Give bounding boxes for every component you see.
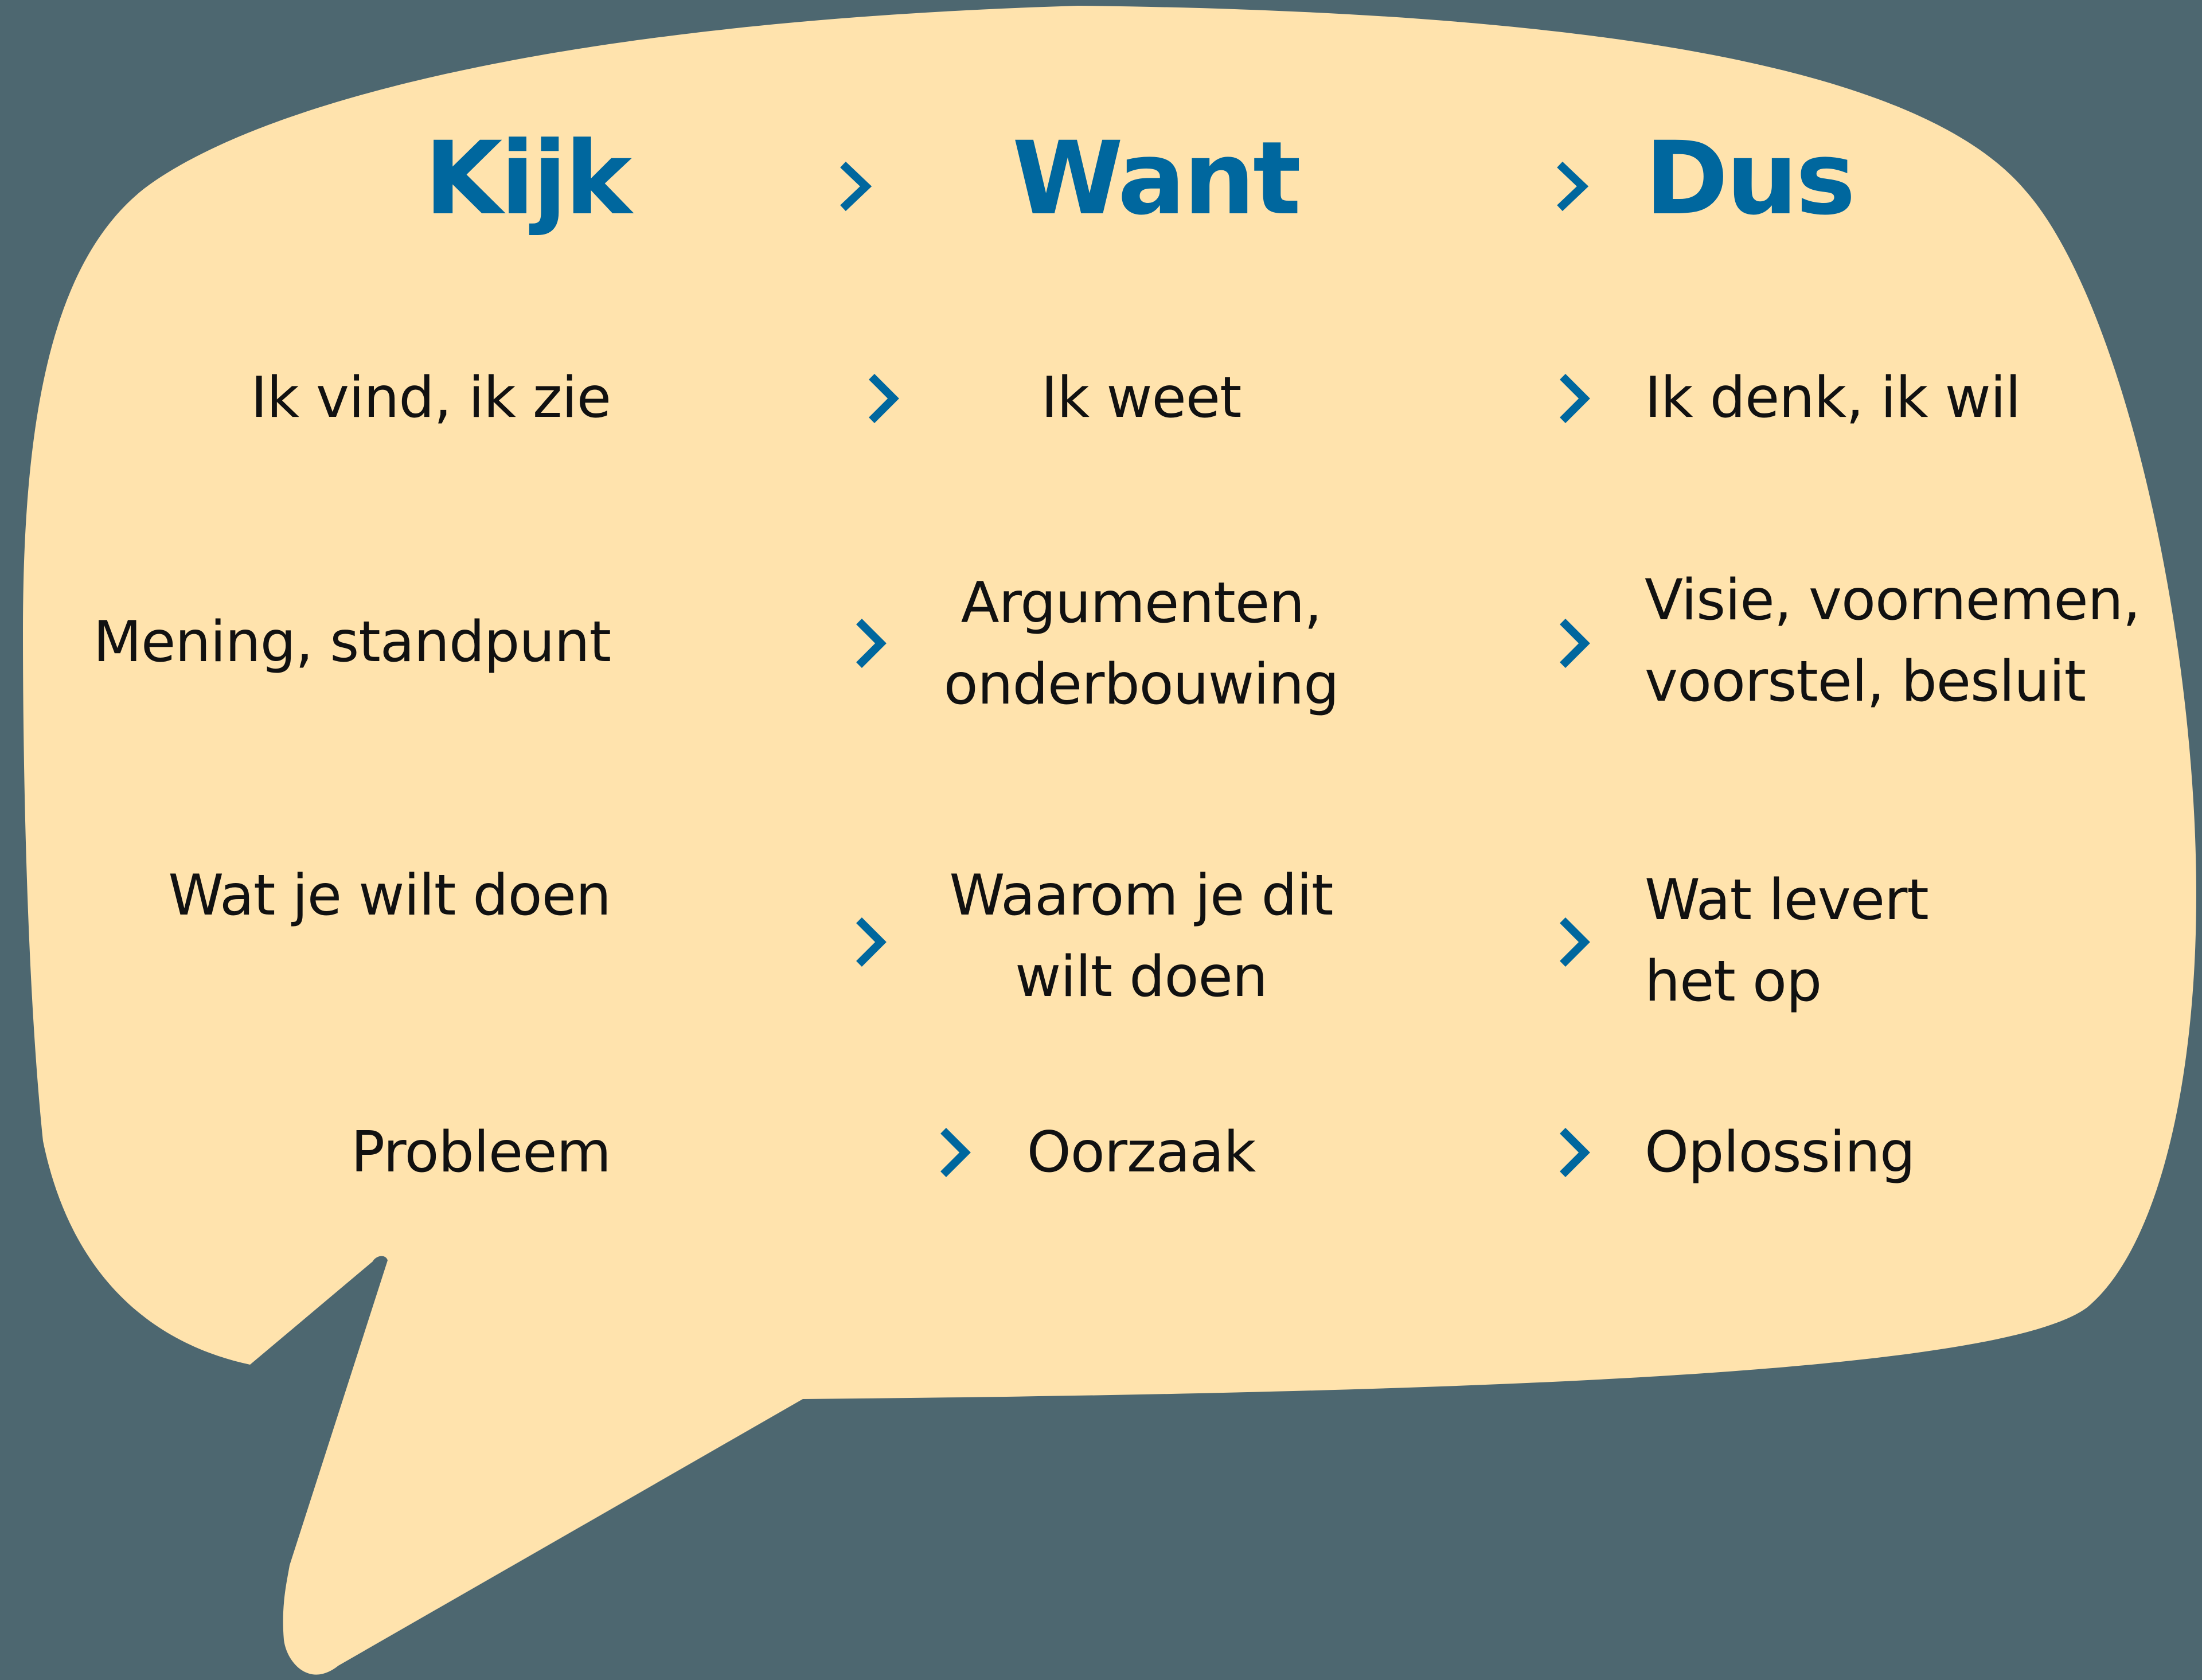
dotted-arrow-icon bbox=[621, 374, 899, 423]
dotted-arrow-icon bbox=[478, 917, 887, 967]
dotted-arrow-icon bbox=[1272, 917, 1590, 967]
dotted-arrow-icon bbox=[621, 161, 872, 212]
row1-want-text: Ik weet bbox=[1041, 365, 1242, 431]
dotted-arrow-icon bbox=[1186, 619, 1590, 668]
row3-dus-line2: het op bbox=[1645, 949, 1822, 1014]
dotted-arrow-icon bbox=[647, 1128, 971, 1177]
heading-dus: Dus bbox=[1645, 120, 1856, 237]
row3-want-line1: Waarom je dit bbox=[949, 863, 1334, 928]
dotted-arrow-icon bbox=[621, 619, 887, 668]
row4-kijk-text: Probleem bbox=[351, 1120, 611, 1185]
dotted-arrow-icon bbox=[1275, 161, 1589, 212]
row2-kijk-text: Mening, standpunt bbox=[93, 610, 611, 675]
row4-dus-text: Oplossing bbox=[1645, 1120, 1915, 1185]
row1-kijk-text: Ik vind, ik zie bbox=[251, 365, 611, 431]
row2-want-line1: Argumenten, bbox=[961, 571, 1322, 636]
row2-dus-line2: voorstel, besluit bbox=[1645, 649, 2086, 714]
dotted-arrow-icon bbox=[1272, 1128, 1590, 1177]
row2-dus-line1: Visie, voornemen, bbox=[1645, 568, 2141, 633]
row4-want-text: Oorzaak bbox=[1026, 1120, 1256, 1185]
row3-want-line2: wilt doen bbox=[1015, 944, 1268, 1010]
heading-kijk: Kijk bbox=[424, 120, 632, 237]
row2-want-line2: onderbouwing bbox=[943, 652, 1340, 717]
dotted-arrow-icon bbox=[1272, 374, 1590, 423]
row1-dus-text: Ik denk, ik wil bbox=[1645, 365, 2021, 431]
heading-want: Want bbox=[1012, 120, 1301, 237]
row3-dus-line1: Wat levert bbox=[1645, 868, 1929, 933]
row3-kijk-text: Wat je wilt doen bbox=[168, 863, 611, 928]
